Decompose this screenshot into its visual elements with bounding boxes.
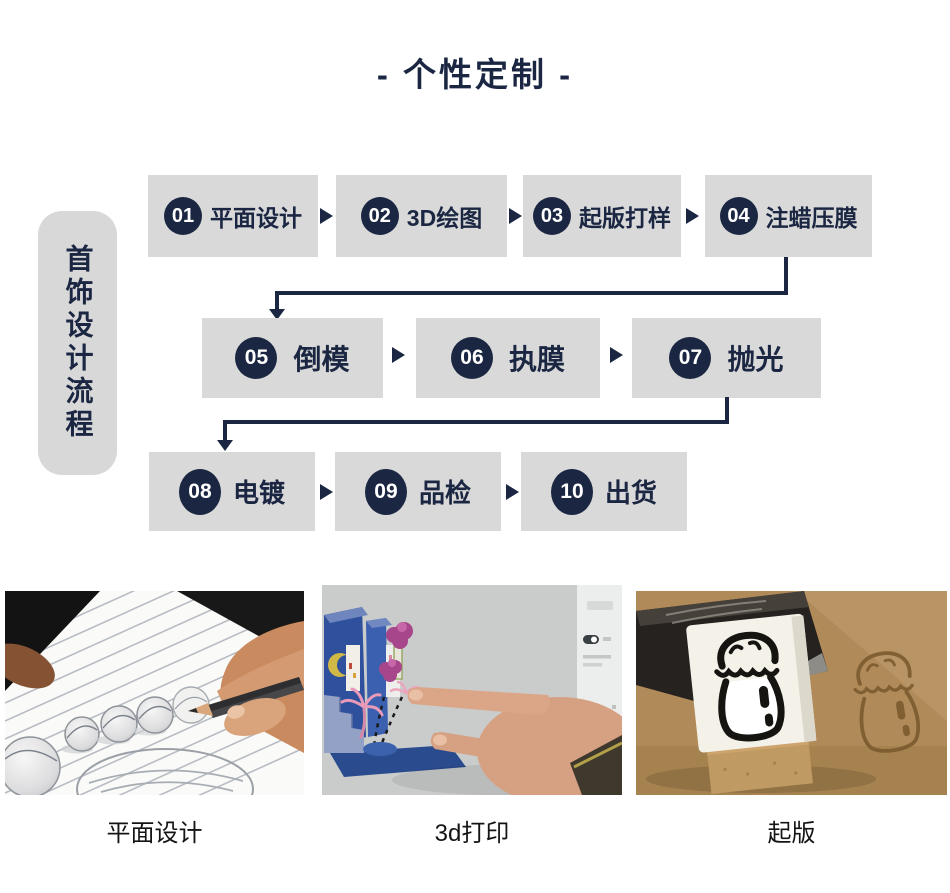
flow-arrow-down-icon xyxy=(217,440,233,451)
3d-printing-photo xyxy=(322,585,622,795)
gallery-item-stamp xyxy=(636,591,947,795)
jar-doodle xyxy=(714,631,785,742)
step-number-badge: 01 xyxy=(164,197,202,235)
flow-step-09: 09 品检 xyxy=(335,452,501,531)
left-thumb xyxy=(5,643,55,689)
step-number-badge: 10 xyxy=(550,468,593,515)
step-number-badge: 08 xyxy=(178,468,221,515)
step-label: 品检 xyxy=(418,478,471,508)
step-label: 平面设计 xyxy=(210,205,302,231)
flow-arrow-icon xyxy=(392,347,405,363)
flow-step-04: 04 注蜡压膜 xyxy=(705,175,872,257)
flow-connector-line xyxy=(725,397,729,422)
flow-step-05: 05 倒模 xyxy=(202,318,383,398)
flow-arrow-icon xyxy=(506,484,519,500)
step-label: 出货 xyxy=(604,478,657,508)
rubber-stamp xyxy=(686,613,817,794)
pencil xyxy=(188,677,304,718)
flow-step-08: 08 电镀 xyxy=(149,452,315,531)
step-label: 3D绘图 xyxy=(406,205,483,231)
flow-connector-line xyxy=(275,291,788,295)
gallery-item-sketch xyxy=(5,591,304,795)
gallery-caption: 起版 xyxy=(767,820,816,847)
step-label: 注蜡压膜 xyxy=(765,205,858,231)
flow-arrow-icon xyxy=(509,208,522,224)
gallery-caption: 3d打印 xyxy=(434,820,510,847)
rubber-stamp-photo xyxy=(636,591,947,795)
flow-step-01: 01 平面设计 xyxy=(148,175,318,257)
flow-step-07: 07 抛光 xyxy=(632,318,821,398)
step-number-badge: 07 xyxy=(669,337,712,379)
flow-arrow-icon xyxy=(320,208,333,224)
pencil-sketch-photo xyxy=(5,591,304,795)
step-number-badge: 04 xyxy=(719,197,758,235)
touching-hand xyxy=(392,687,622,795)
step-number-badge: 02 xyxy=(360,197,399,235)
flow-arrow-icon xyxy=(686,208,699,224)
step-label: 电镀 xyxy=(232,478,285,508)
blue-3d-scene xyxy=(324,607,466,777)
flow-connector-line xyxy=(275,291,279,311)
step-label: 起版打样 xyxy=(579,205,671,231)
flow-step-06: 06 执膜 xyxy=(416,318,600,398)
gallery-item-3d xyxy=(322,585,622,795)
step-label: 执膜 xyxy=(508,344,565,375)
palm-tree xyxy=(340,687,384,739)
process-sidebar: 首饰设计流程 xyxy=(38,211,117,475)
flow-arrow-icon xyxy=(610,347,623,363)
flow-connector-line xyxy=(223,420,729,424)
flow-connector-line xyxy=(223,420,227,442)
cloud-icon xyxy=(386,622,413,649)
flow-arrow-down-icon xyxy=(269,309,285,320)
page-title: - 个性定制 - xyxy=(376,56,574,93)
step-number-badge: 09 xyxy=(364,468,407,515)
flow-step-03: 03 起版打样 xyxy=(523,175,681,257)
step-number-badge: 05 xyxy=(235,337,278,379)
flow-step-02: 02 3D绘图 xyxy=(336,175,507,257)
stamped-jar-print xyxy=(853,651,921,753)
step-number-badge: 03 xyxy=(533,197,571,235)
flow-arrow-icon xyxy=(320,484,333,500)
step-label: 抛光 xyxy=(727,344,784,375)
step-number-badge: 06 xyxy=(450,337,493,379)
cloud-icon xyxy=(379,659,402,682)
drawn-spheres xyxy=(5,686,254,795)
process-sidebar-label: 首饰设计流程 xyxy=(62,244,94,442)
flow-step-10: 10 出货 xyxy=(521,452,687,531)
gallery-caption: 平面设计 xyxy=(106,820,203,847)
step-label: 倒模 xyxy=(293,344,350,375)
flow-connector-line xyxy=(784,257,788,293)
